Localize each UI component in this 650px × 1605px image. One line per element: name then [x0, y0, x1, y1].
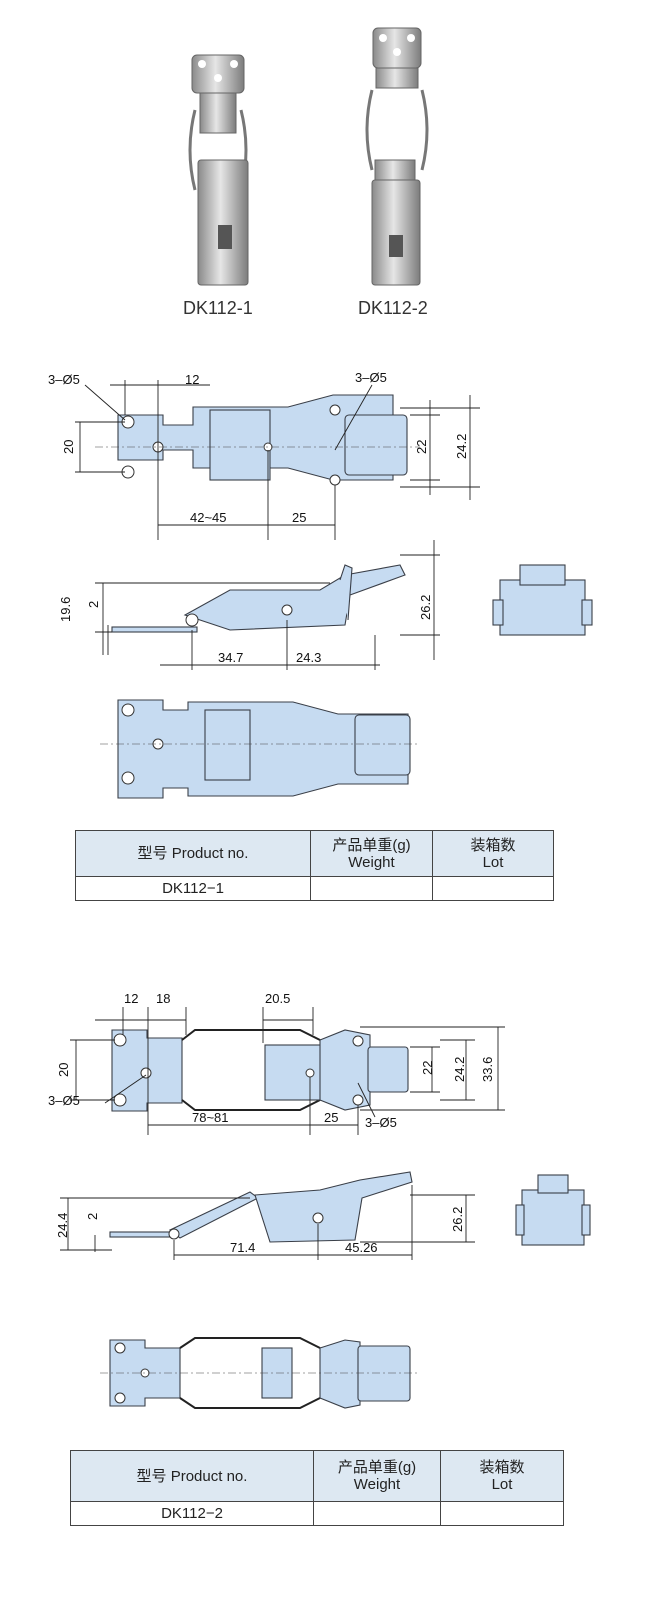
dim-24-4: 24.4 [55, 1213, 70, 1238]
dim-2: 2 [85, 1213, 100, 1220]
cell-weight [313, 1501, 441, 1526]
dk112-1-bottom-view [100, 699, 420, 799]
dim-20-5: 20.5 [265, 991, 290, 1006]
dim-20: 20 [61, 440, 76, 454]
table-row: DK112−2 [70, 1501, 564, 1526]
dim-2: 2 [86, 601, 101, 608]
dim-holes-left: 3–Ø5 [48, 1093, 80, 1108]
dim-45-26: 45.26 [345, 1240, 378, 1255]
dim-holes-right: 3–Ø5 [355, 370, 387, 385]
dim-22: 22 [414, 440, 429, 454]
header-weight-cn: 产品单重(g) [332, 836, 411, 854]
photo-label-dk112-2: DK112-2 [358, 298, 428, 318]
header-lot-en: Lot [491, 1476, 513, 1493]
cell-weight [310, 876, 433, 901]
header-lot-en: Lot [482, 853, 504, 871]
dim-26-2: 26.2 [418, 595, 433, 620]
dim-holes-left: 3–Ø5 [48, 372, 80, 387]
dim-33-6: 33.6 [480, 1057, 495, 1082]
dk112-2-side-view: 24.4 2 26.2 71.4 45.26 [55, 1171, 591, 1260]
dim-22: 22 [420, 1061, 435, 1075]
dim-42-45: 42~45 [190, 510, 227, 525]
photo-label-dk112-1: DK112-1 [183, 298, 253, 318]
cell-lot [440, 1501, 564, 1526]
header-weight-cn: 产品单重(g) [337, 1459, 417, 1476]
dim-25: 25 [324, 1110, 338, 1125]
photo-dk112-1 [188, 54, 249, 286]
dim-holes-right: 3–Ø5 [365, 1115, 397, 1130]
photo-dk112-2 [365, 27, 429, 286]
cell-product: DK112−2 [70, 1501, 314, 1526]
dim-19-6: 19.6 [58, 597, 73, 622]
header-lot-cn: 装箱数 [479, 1459, 525, 1476]
dim-25: 25 [292, 510, 306, 525]
dim-24-2: 24.2 [454, 434, 469, 459]
dim-12: 12 [185, 372, 199, 387]
dim-24-2: 24.2 [452, 1057, 467, 1082]
dk112-1-side-view: 19.6 2 26.2 34.7 24.3 [58, 540, 593, 670]
dim-26-2: 26.2 [450, 1207, 465, 1232]
header-weight: 产品单重(g)Weight [313, 1450, 441, 1502]
dim-34-7: 34.7 [218, 650, 243, 665]
header-product: 型号 Product no. [75, 830, 311, 877]
cell-product: DK112−1 [75, 876, 311, 901]
dim-71-4: 71.4 [230, 1240, 255, 1255]
dk112-1-top-view: 3–Ø5 12 3–Ø5 20 22 24.2 42~45 25 [48, 370, 480, 540]
header-weight: 产品单重(g)Weight [310, 830, 433, 877]
dk112-2-top-view: 12 18 20.5 20 22 24.2 33.6 3–Ø5 3–Ø5 78~… [48, 991, 505, 1135]
dim-78-81: 78~81 [192, 1110, 229, 1125]
dk112-2-bottom-view [100, 1337, 420, 1409]
dim-18: 18 [156, 991, 170, 1006]
cell-lot [432, 876, 554, 901]
header-weight-en: Weight [353, 1476, 401, 1493]
header-product: 型号 Product no. [70, 1450, 314, 1502]
header-lot-cn: 装箱数 [470, 836, 516, 854]
header-weight-en: Weight [348, 853, 395, 871]
table-row: DK112−1 [75, 876, 554, 901]
dim-24-3: 24.3 [296, 650, 321, 665]
dim-12: 12 [124, 991, 138, 1006]
dim-20: 20 [56, 1063, 71, 1077]
